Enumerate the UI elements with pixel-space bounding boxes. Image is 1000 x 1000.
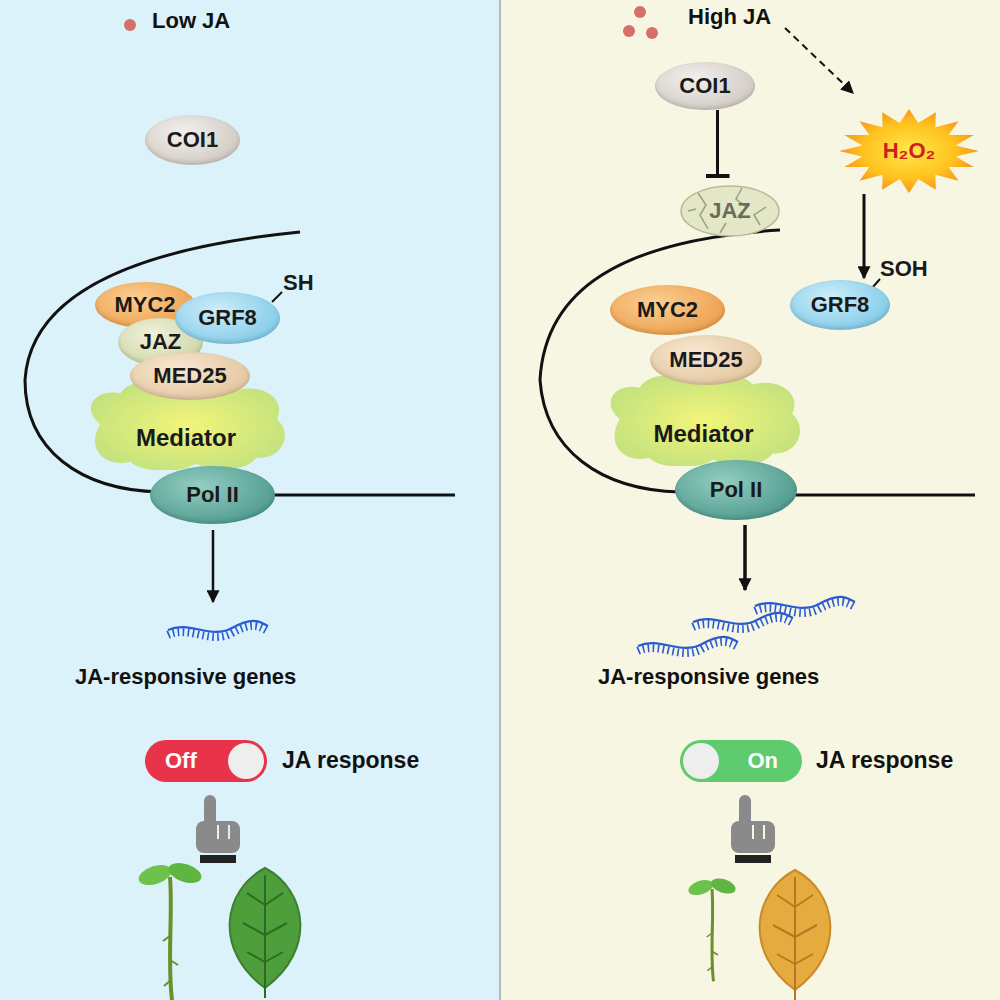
starburst: H₂O₂ bbox=[838, 108, 980, 194]
ja-molecule bbox=[646, 27, 658, 39]
ja-molecule bbox=[634, 6, 646, 18]
hand-icon bbox=[731, 795, 775, 863]
modification-tick bbox=[272, 292, 282, 302]
dna-strand bbox=[270, 494, 455, 497]
mrna bbox=[638, 637, 738, 653]
protein-ellipse: MED25 bbox=[130, 352, 250, 400]
dna-strand bbox=[25, 232, 300, 492]
ja-molecule bbox=[124, 19, 136, 31]
dna-strand bbox=[790, 494, 975, 497]
node-label: MED25 bbox=[669, 347, 742, 373]
receptor-ellipse: COI1 bbox=[145, 115, 240, 165]
inhibition-arrow bbox=[716, 110, 719, 176]
mediator-cloud: Mediator bbox=[600, 372, 807, 466]
cloud-shape bbox=[91, 381, 285, 470]
node-label: GRF8 bbox=[811, 292, 870, 318]
node-label: GRF8 bbox=[198, 305, 257, 331]
protein-ellipse: GRF8SOH bbox=[790, 280, 890, 330]
switch-on: On bbox=[680, 740, 802, 782]
node-label: H₂O₂ bbox=[883, 138, 936, 164]
mrna bbox=[693, 613, 793, 629]
protein-ellipse: MED25 bbox=[650, 335, 762, 385]
starburst-shape bbox=[839, 109, 979, 193]
node-label: Off bbox=[165, 748, 197, 774]
node-label: COI1 bbox=[679, 73, 730, 99]
left-panel bbox=[0, 0, 500, 1000]
crack-lines bbox=[688, 188, 766, 233]
node-label: On bbox=[747, 748, 778, 774]
ja-molecule bbox=[623, 25, 635, 37]
cloud-outline bbox=[600, 372, 807, 466]
leaf bbox=[760, 870, 831, 1000]
node-label: MYC2 bbox=[114, 292, 175, 318]
node-label: Mediator bbox=[136, 424, 236, 452]
protein-ellipse: GRF8SH bbox=[175, 292, 280, 344]
text-label: JA-responsive genes bbox=[598, 664, 819, 690]
seedling bbox=[687, 876, 738, 982]
node-label: MYC2 bbox=[637, 297, 698, 323]
cloud-shape bbox=[611, 375, 800, 466]
text-label: JA response bbox=[282, 747, 419, 774]
cracked-protein: JAZ bbox=[680, 185, 780, 237]
switch-knob bbox=[683, 743, 719, 779]
polymerase-ellipse: Pol II bbox=[150, 466, 275, 524]
node-label: JAZ bbox=[709, 198, 751, 224]
modification-label: SH bbox=[283, 270, 314, 296]
text-label: JA response bbox=[816, 747, 953, 774]
switch-knob bbox=[228, 743, 264, 779]
text-label: High JA bbox=[688, 4, 771, 30]
hand-icon bbox=[196, 795, 240, 863]
receptor-ellipse: COI1 bbox=[655, 62, 755, 110]
mrna bbox=[755, 597, 855, 613]
arrow bbox=[863, 194, 866, 278]
leaf bbox=[230, 868, 301, 998]
node-label: JAZ bbox=[140, 329, 182, 355]
polymerase-ellipse: Pol II bbox=[675, 460, 797, 520]
node-label: COI1 bbox=[167, 127, 218, 153]
dashed-arrow bbox=[785, 28, 853, 93]
mrna bbox=[168, 621, 268, 637]
text-label: Low JA bbox=[152, 8, 230, 34]
right-panel bbox=[500, 0, 1000, 1000]
node-label: MED25 bbox=[153, 363, 226, 389]
node-label: Pol II bbox=[186, 482, 239, 508]
protein-shape bbox=[681, 186, 779, 236]
transcription-arrow bbox=[212, 530, 215, 602]
seedling bbox=[136, 859, 204, 1000]
node-label: Pol II bbox=[710, 477, 763, 503]
node-label: Mediator bbox=[653, 420, 753, 448]
transcription-arrow bbox=[743, 525, 747, 590]
switch-off: Off bbox=[145, 740, 267, 782]
modification-label: SOH bbox=[880, 256, 928, 282]
protein-ellipse: MYC2 bbox=[610, 285, 725, 335]
panel-divider bbox=[499, 0, 501, 1000]
text-label: JA-responsive genes bbox=[75, 664, 296, 690]
